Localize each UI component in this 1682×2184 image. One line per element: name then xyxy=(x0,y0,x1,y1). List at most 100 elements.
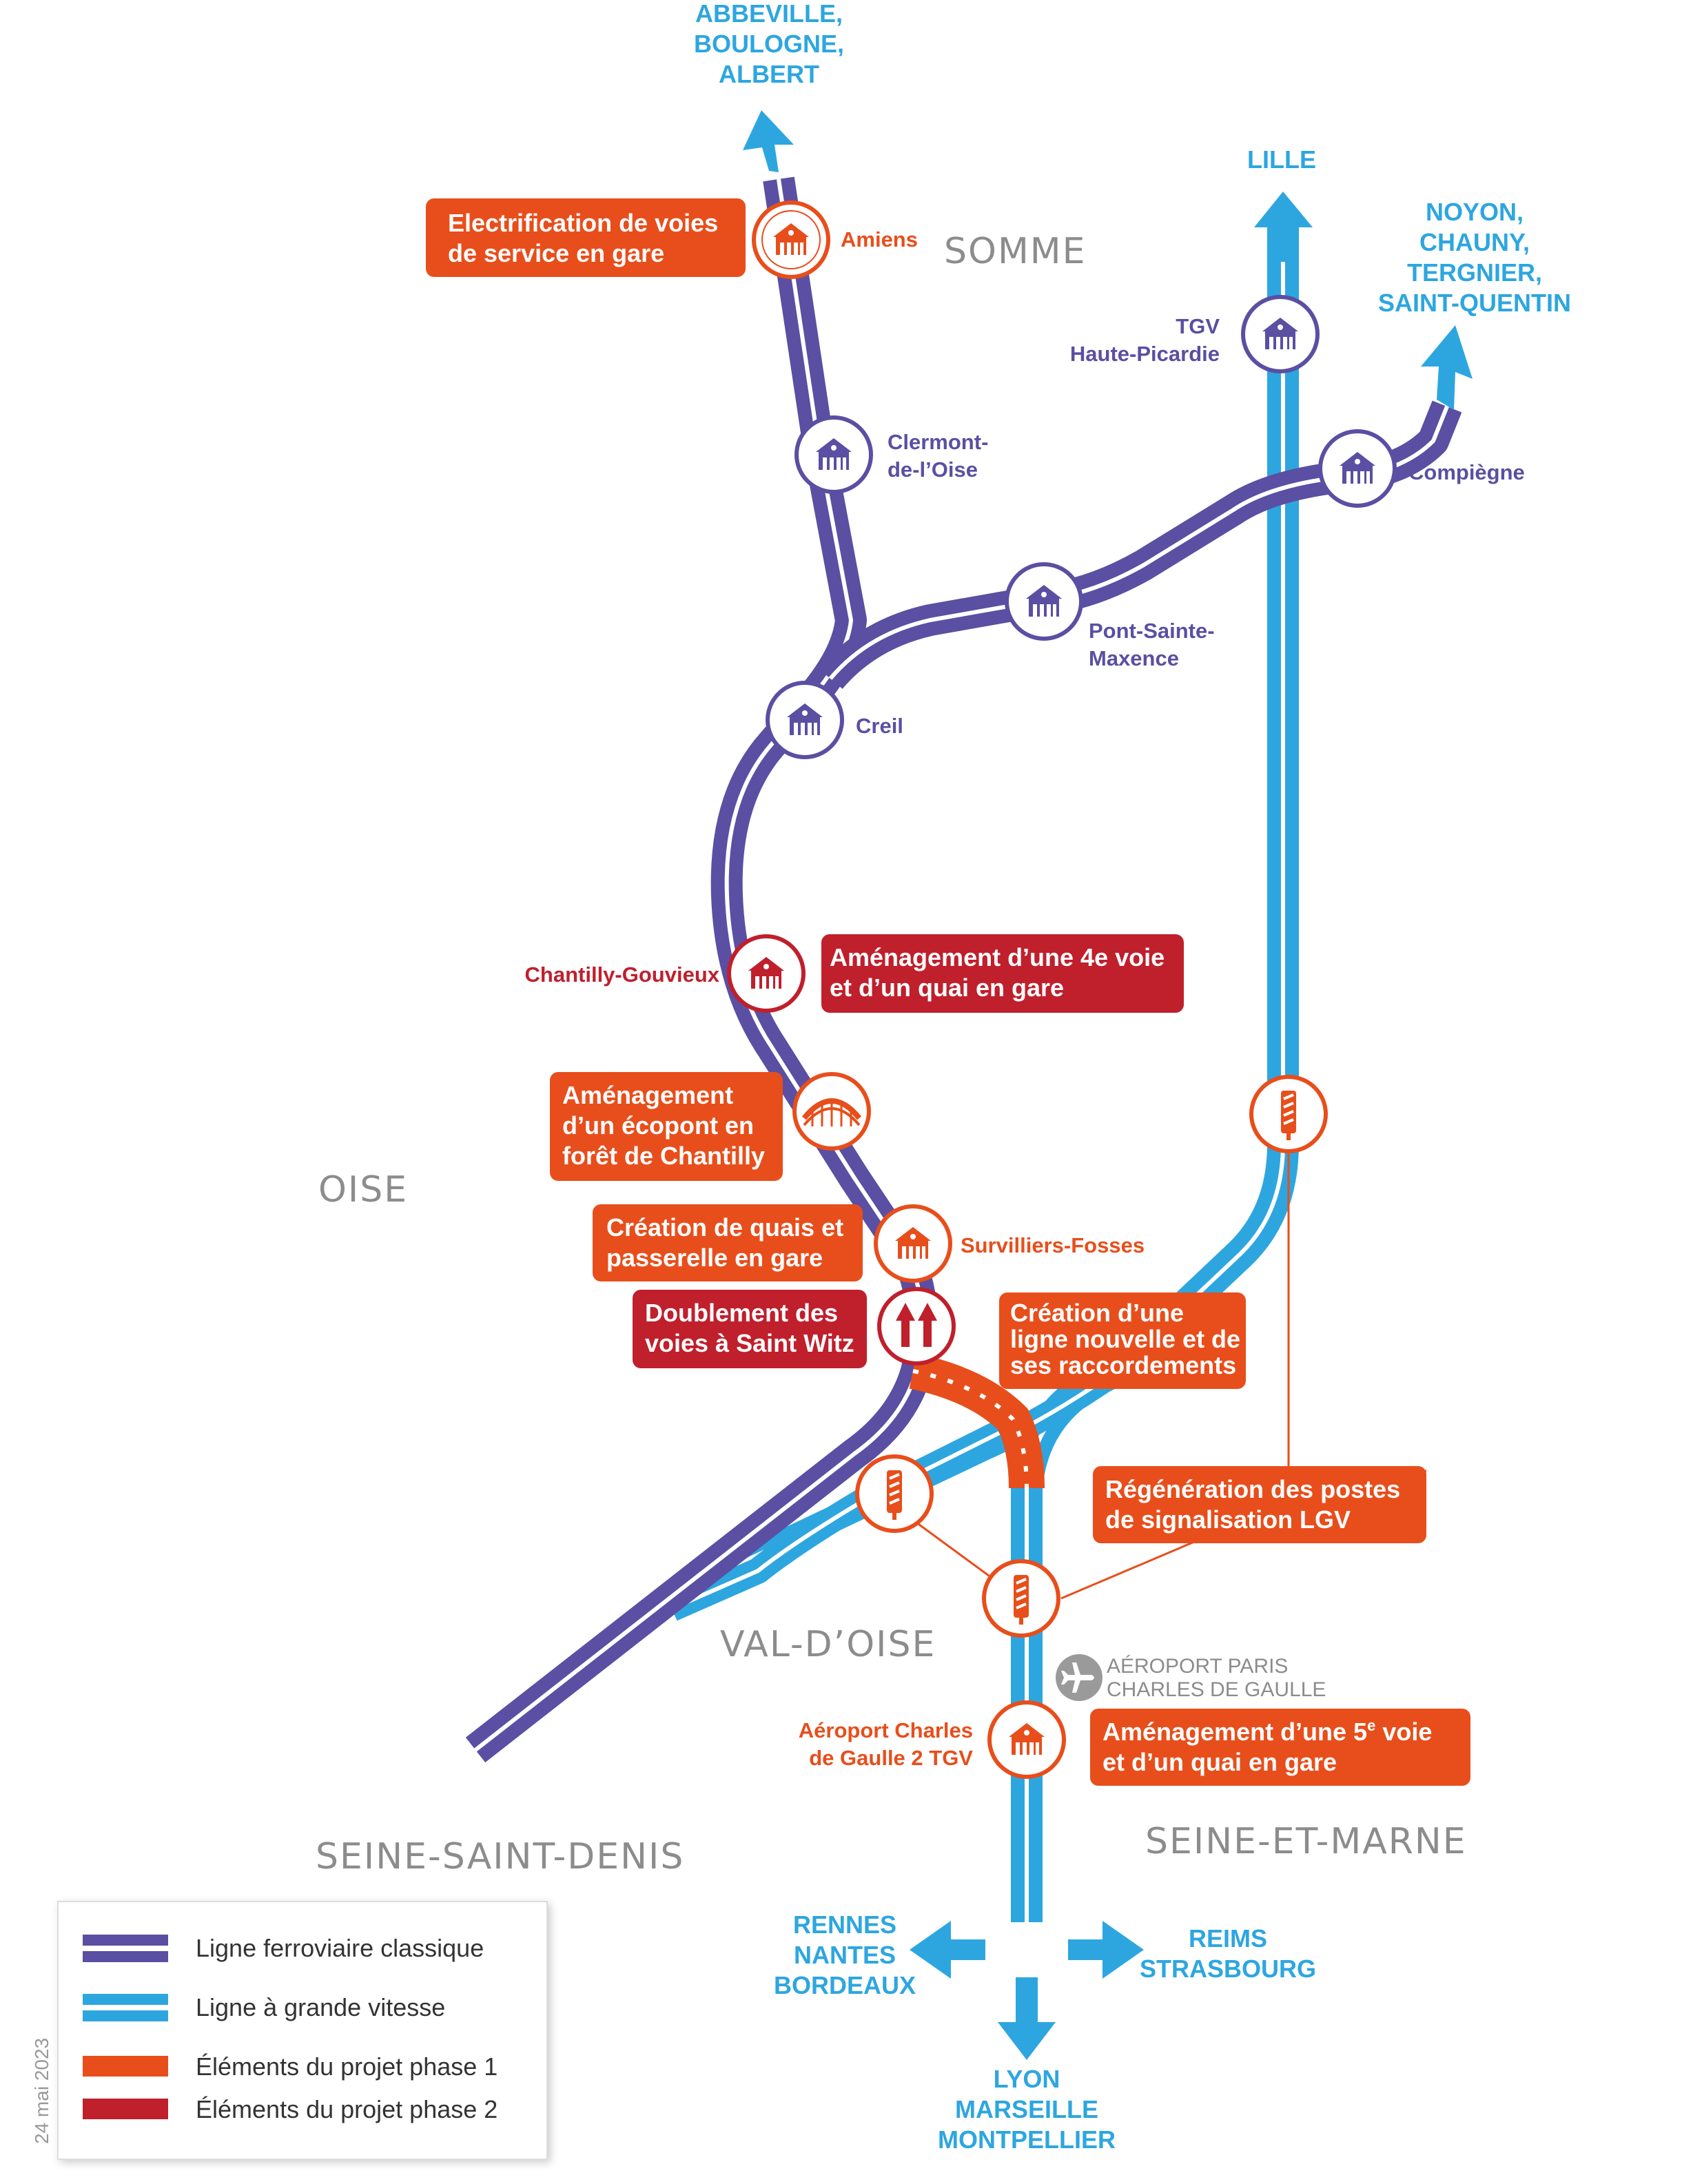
box-line: Doublement des xyxy=(645,1299,838,1327)
legend-label: Ligne ferroviaire classique xyxy=(196,1934,484,1962)
station-cdg2[interactable] xyxy=(987,1700,1066,1779)
svg-text:ALBERT: ALBERT xyxy=(719,60,819,88)
project-box-ligne-nouvelle[interactable]: Création d’une ligne nouvelle et de ses … xyxy=(999,1292,1246,1389)
project-box-amiens[interactable]: Electrification de voies de service en g… xyxy=(426,198,746,277)
svg-text:de signalisation LGV: de signalisation LGV xyxy=(1105,1505,1351,1534)
svg-text:LYON: LYON xyxy=(994,2065,1060,2093)
dest-line: MONTPELLIER xyxy=(938,2125,1116,2154)
legend-item-high-speed: Ligne à grande vitesse xyxy=(83,1993,445,2021)
svg-text:REIMS: REIMS xyxy=(1189,1924,1267,1953)
svg-text:d’un écopont en: d’un écopont en xyxy=(562,1111,754,1140)
station-label-line: Aéroport Charles xyxy=(799,1718,973,1742)
svg-text:ABBEVILLE,: ABBEVILLE, xyxy=(695,0,843,28)
signal-marker-lgv[interactable] xyxy=(1249,1075,1328,1153)
dest-line: CHAUNY, xyxy=(1419,228,1530,256)
dest-line: RENNES xyxy=(793,1910,896,1939)
svg-text:TERGNIER,: TERGNIER, xyxy=(1407,258,1542,287)
label-survilliers: Survilliers-Fosses xyxy=(961,1233,1145,1257)
signal-marker-main[interactable] xyxy=(982,1559,1060,1638)
svg-text:LILLE: LILLE xyxy=(1247,145,1316,174)
publication-date: 24 mai 2023 xyxy=(31,2038,52,2144)
label-cdg2: Aéroport Charles de Gaulle 2 TGV xyxy=(799,1718,974,1770)
svg-text:de Gaulle 2 TGV: de Gaulle 2 TGV xyxy=(809,1746,973,1770)
station-compiegne[interactable] xyxy=(1318,429,1397,508)
station-tgv-haute-picardie[interactable] xyxy=(1241,295,1320,373)
arrow-west-icon xyxy=(910,1921,985,1979)
signal-icon xyxy=(885,1469,903,1521)
station-label-line: Haute-Picardie xyxy=(1070,342,1220,366)
dest-north-east: NOYON, CHAUNY, TERGNIER, SAINT-QUENTIN xyxy=(1378,198,1571,317)
label-tgv-haute-picardie: TGV Haute-Picardie xyxy=(1070,314,1220,366)
svg-text:ses raccordements: ses raccordements xyxy=(1010,1351,1236,1379)
station-amiens[interactable] xyxy=(752,200,830,279)
dest-west: RENNES NANTES BORDEAUX xyxy=(774,1910,916,1999)
bridge-icon xyxy=(801,1098,862,1126)
station-label-line: Pont-Sainte- xyxy=(1089,619,1215,643)
dest-east: REIMS STRASBOURG xyxy=(1140,1924,1316,1983)
box-line: Aménagement xyxy=(562,1081,733,1109)
box-line: Electrification de voies xyxy=(448,209,718,237)
station-label-line: de Gaulle 2 TGV xyxy=(809,1746,973,1770)
box-line: et d’un quai en gare xyxy=(830,973,1064,1002)
region-val-doise: VAL-D’OISE xyxy=(720,1624,936,1665)
arrow-lille-icon xyxy=(1254,192,1313,262)
legend: Ligne ferroviaire classique Ligne à gran… xyxy=(57,1901,548,2160)
ecopont-marker[interactable] xyxy=(792,1072,871,1151)
dest-line: NANTES xyxy=(794,1941,896,1969)
airport-label-line: CHARLES DE GAULLE xyxy=(1107,1678,1326,1701)
airport-icon xyxy=(1056,1654,1102,1701)
dest-line: SAINT-QUENTIN xyxy=(1378,289,1571,317)
project-box-survilliers[interactable]: Création de quais et passerelle en gare xyxy=(593,1204,863,1281)
station-clermont[interactable] xyxy=(794,415,873,494)
svg-text:MARSEILLE: MARSEILLE xyxy=(955,2095,1098,2123)
svg-text:NANTES: NANTES xyxy=(794,1941,896,1969)
svg-text:TGV: TGV xyxy=(1176,314,1220,338)
dest-north: LILLE xyxy=(1247,145,1316,174)
project-box-postes[interactable]: Régénération des postes de signalisation… xyxy=(1093,1466,1426,1543)
box-line: Aménagement d’une 5 xyxy=(1102,1718,1367,1746)
box-line: et d’un quai en gare xyxy=(1102,1748,1337,1776)
station-chantilly[interactable] xyxy=(727,934,806,1013)
project-box-ecopont[interactable]: Aménagement d’un écopont en forêt de Cha… xyxy=(550,1072,783,1181)
dest-line: ABBEVILLE, xyxy=(695,0,843,28)
station-pont-sainte-maxence[interactable] xyxy=(1005,562,1083,641)
new-line-roissy-picardie xyxy=(909,1353,1045,1489)
svg-text:BOULOGNE,: BOULOGNE, xyxy=(694,30,844,58)
svg-text:CHARLES DE GAULLE: CHARLES DE GAULLE xyxy=(1107,1678,1326,1701)
legend-item-classic: Ligne ferroviaire classique xyxy=(83,1934,484,1962)
svg-text:MONTPELLIER: MONTPELLIER xyxy=(938,2125,1116,2154)
dest-line: STRASBOURG xyxy=(1140,1955,1316,1983)
legend-label: Ligne à grande vitesse xyxy=(196,1993,445,2021)
box-line: Création de quais et xyxy=(606,1213,843,1242)
project-box-cdg[interactable]: Aménagement d’une 5e voie et d’un quai e… xyxy=(1090,1709,1470,1786)
signal-marker-interconnexion[interactable] xyxy=(855,1454,934,1533)
station-survilliers[interactable] xyxy=(874,1204,952,1283)
box-line: Création d’une xyxy=(1010,1299,1184,1327)
svg-text:de-l’Oise: de-l’Oise xyxy=(888,457,978,482)
project-box-saint-witz[interactable]: Doublement des voies à Saint Witz xyxy=(633,1290,867,1368)
box-line: forêt de Chantilly xyxy=(562,1142,765,1170)
project-box-chantilly[interactable]: Aménagement d’une 4e voie et d’un quai e… xyxy=(821,934,1184,1013)
signal-icon xyxy=(1280,1089,1298,1142)
arrow-south-icon xyxy=(998,1977,1056,2060)
svg-text:de service en gare: de service en gare xyxy=(448,239,664,267)
svg-text:NOYON,: NOYON, xyxy=(1426,198,1524,226)
dest-line: ALBERT xyxy=(719,60,819,88)
label-compiegne: Compiègne xyxy=(1408,460,1525,484)
region-oise: OISE xyxy=(318,1169,408,1211)
svg-text:Aménagement d’une 5e voie: Aménagement d’une 5e voie xyxy=(1102,1717,1432,1746)
svg-text:Régénération des postes: Régénération des postes xyxy=(1105,1475,1400,1503)
arrow-east-icon xyxy=(1068,1921,1144,1979)
saint-witz-marker[interactable] xyxy=(877,1287,956,1366)
label-chantilly: Chantilly-Gouvieux xyxy=(525,962,720,987)
region-seine-et-marne: SEINE-ET-MARNE xyxy=(1145,1821,1467,1862)
svg-text:AÉROPORT PARIS: AÉROPORT PARIS xyxy=(1107,1655,1288,1678)
svg-text:Aéroport Charles: Aéroport Charles xyxy=(799,1718,973,1742)
station-label-line: Clermont- xyxy=(888,430,988,454)
svg-text:Maxence: Maxence xyxy=(1089,646,1179,670)
box-line: passerelle en gare xyxy=(606,1244,823,1272)
station-creil[interactable] xyxy=(766,681,844,759)
legend-item-phase2: Éléments du projet phase 2 xyxy=(83,2095,498,2123)
svg-text:Aménagement: Aménagement xyxy=(562,1081,733,1109)
